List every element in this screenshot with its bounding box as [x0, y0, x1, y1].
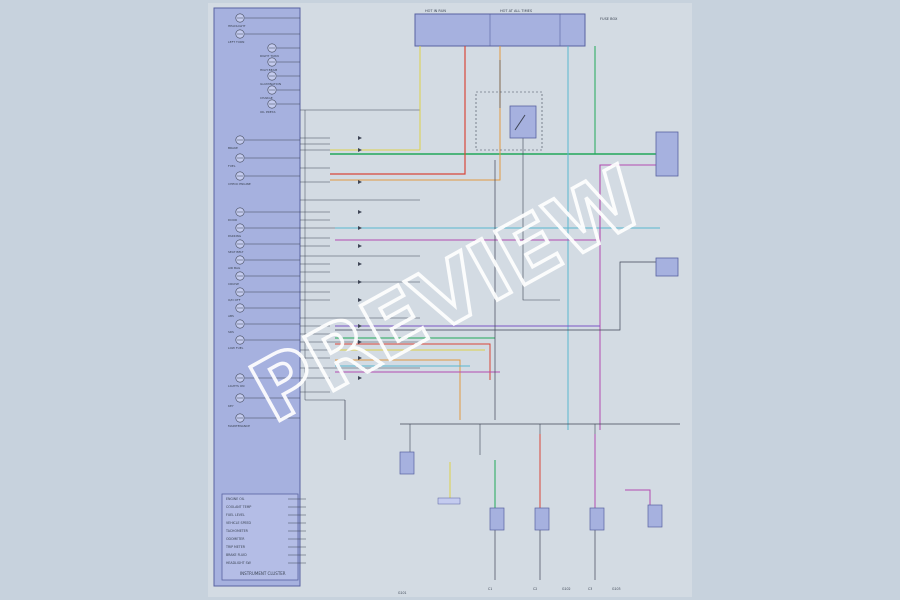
cluster-bottom-label: ODOMETER: [226, 537, 245, 541]
indicator-label: HEADLIGHT: [228, 24, 246, 28]
indicator-label: CHECK ENGINE: [228, 182, 251, 186]
connector-arrow-icon: [358, 298, 362, 302]
connector-label: G101: [398, 591, 407, 595]
connector-arrow-icon: [358, 280, 362, 284]
connector-label: G102: [562, 587, 571, 591]
indicator-label: AIR BAG: [228, 266, 241, 270]
indicator-label: OIL PRESS: [260, 110, 276, 114]
connector-arrow-icon: [358, 356, 362, 360]
connector-arrow-icon: [358, 136, 362, 140]
right-module: [655, 131, 679, 277]
fuse-label-hot-at-all-times: HOT AT ALL TIMES: [500, 9, 533, 13]
connector-arrow-icon: [358, 180, 362, 184]
indicator-label: PARKING: [228, 234, 242, 238]
top-fuse-box: HOT IN RUN HOT AT ALL TIMES FUSE BOX: [414, 9, 618, 47]
indicator-label: LEFT TURN: [228, 40, 244, 44]
connector-arrow-icon: [358, 210, 362, 214]
indicator-label: ILLUMINATION: [260, 82, 281, 86]
indicator-label: KEY: [228, 404, 234, 408]
sensor-connector: [437, 497, 461, 505]
wire-orange: [335, 359, 461, 420]
cluster-indicators: HEADLIGHT LEFT TURN RIGHT TURN HIGH BEAM ILL…: [228, 13, 300, 428]
indicator-label: CRUISE: [228, 282, 239, 286]
cluster-bottom-label: ENGINE OIL: [226, 497, 245, 501]
indicator-label: HIGH BEAM: [260, 68, 278, 72]
connector-arrow-icon: [358, 148, 362, 152]
connector-arrow-icon: [358, 324, 362, 328]
wire-red: [330, 46, 466, 175]
indicator-label: LIGHTS ON: [228, 384, 244, 388]
wires: [300, 46, 680, 580]
indicator-label: LOW FUEL: [228, 346, 244, 350]
sensor-component: [399, 451, 415, 475]
right-control-module: [655, 131, 679, 177]
indicator-label: SRS: [228, 330, 234, 334]
connector-arrow-icon: [358, 244, 362, 248]
cluster-bottom-label: FUEL LEVEL: [226, 513, 245, 517]
indicator-label: SEAT BELT: [228, 250, 244, 254]
indicator-label: MAINTENANCE: [228, 424, 250, 428]
fuse-label-hot-in-run: HOT IN RUN: [425, 9, 446, 13]
wire-dark: [522, 138, 560, 301]
instrument-cluster-box: [213, 7, 301, 587]
relay-box: [509, 105, 537, 139]
sensor-component: [647, 504, 663, 528]
indicator-label: BRAKE: [228, 146, 238, 150]
fuse-label-fuse-box: FUSE BOX: [600, 17, 618, 21]
cluster-bottom-label: BRAKE FLUID: [226, 553, 247, 557]
connector-label: G103: [612, 587, 621, 591]
sensor-component: [589, 507, 605, 531]
connector-arrow-icon: [358, 340, 362, 344]
connector-label: C2: [533, 587, 537, 591]
indicator-label: FUEL: [228, 164, 236, 168]
instrument-cluster-title: INSTRUMENT CLUSTER: [240, 571, 286, 576]
cluster-bottom-label: HEADLIGHT SW: [226, 561, 252, 565]
wire-magenta: [625, 489, 651, 510]
indicator-label: ABS: [228, 314, 234, 318]
indicator-label: DOOR: [228, 218, 237, 222]
sensor-component: [489, 507, 505, 531]
wire-red: [335, 343, 491, 380]
wire-magenta: [335, 164, 660, 241]
center-relay: [475, 91, 543, 151]
relay-outline: [475, 91, 543, 151]
cluster-bottom-label: TRIP METER: [225, 545, 246, 549]
cluster-bottom-label: VEHICLE SPEED: [226, 521, 252, 525]
wire-dark: [304, 110, 345, 401]
relay-switch-symbol: [514, 114, 526, 131]
indicator-label: RIGHT TURN: [260, 54, 279, 58]
cluster-bottom-label: TACHOMETER: [225, 529, 249, 533]
instrument-cluster-lower-panel: [221, 493, 299, 581]
connector-arrow-icon: [358, 226, 362, 230]
wire-dark: [335, 261, 660, 331]
right-switch: [655, 257, 679, 277]
connector-label: C3: [588, 587, 592, 591]
sensor-component: [534, 507, 550, 531]
cluster-bottom-items: ENGINE OIL COOLANT TEMP FUEL LEVEL VEHICLE …: [225, 497, 306, 565]
connector-label: C1: [488, 587, 492, 591]
cluster-bottom-label: COOLANT TEMP: [226, 505, 251, 509]
connector-arrow-icon: [358, 376, 362, 380]
fuse-box: [414, 13, 586, 47]
connector-arrow-icon: [358, 262, 362, 266]
indicator-label: O/D OFF: [228, 298, 241, 302]
instrument-cluster: INSTRUMENT CLUSTER HEADLIGHT LEFT TURN RIG…: [213, 7, 306, 587]
indicator-label: CHARGE: [260, 96, 273, 100]
